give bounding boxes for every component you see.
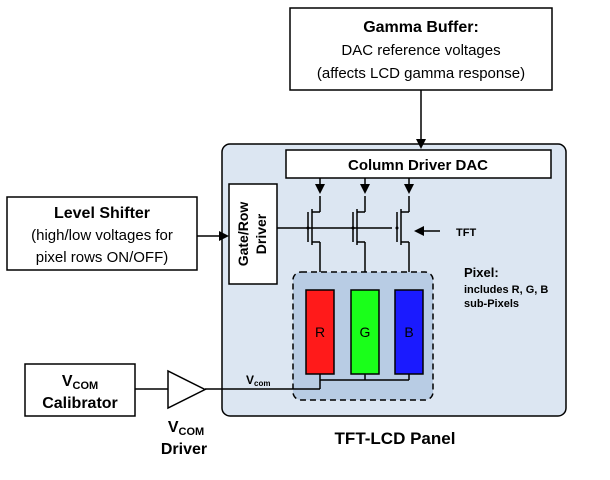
gamma-buffer-line2: (affects LCD gamma response): [317, 65, 525, 82]
level-shifter-title: Level Shifter: [54, 205, 150, 222]
vcom-calibrator-line1: VCOM: [62, 373, 98, 392]
vcom-driver-line1: VCOM: [168, 419, 204, 438]
pixel-label-line2: sub-Pixels: [464, 298, 519, 310]
vcom-driver-line2: Driver: [161, 441, 207, 458]
gate-row-driver-line2: Driver: [253, 213, 269, 254]
subpixel-label: G: [360, 324, 371, 340]
gamma-buffer-line1: DAC reference voltages: [341, 42, 500, 59]
subpixel-g: [350, 289, 380, 375]
subpixel-label: B: [404, 324, 413, 340]
column-driver-dac-block: Column Driver DAC: [285, 149, 552, 179]
level-shifter-block: Level Shifter (high/low voltages for pix…: [6, 196, 198, 271]
vcom-line-label: Vcom: [246, 373, 270, 388]
subpixel-label: R: [315, 324, 325, 340]
pixel-label-title: Pixel:: [464, 265, 499, 280]
gate-row-driver-block: Gate/Row Driver: [228, 183, 278, 285]
gamma-buffer-title: Gamma Buffer:: [363, 19, 479, 36]
tft-lcd-panel-label: TFT-LCD Panel: [335, 429, 456, 448]
gate-row-driver-line1: Gate/Row: [235, 202, 251, 267]
level-shifter-line2: pixel rows ON/OFF): [36, 249, 169, 266]
vcom-calibrator-line2: Calibrator: [42, 395, 118, 412]
vcom-driver-buffer-icon: [167, 369, 207, 410]
column-driver-dac-label: Column Driver DAC: [348, 157, 488, 174]
pixel-label-line1: includes R, G, B: [464, 284, 548, 296]
level-shifter-line1: (high/low voltages for: [31, 227, 173, 244]
gamma-buffer-block: Gamma Buffer: DAC reference voltages (af…: [289, 7, 553, 91]
vcom-calibrator-block: VCOM Calibrator: [24, 363, 136, 417]
tft-label: TFT: [456, 227, 476, 239]
